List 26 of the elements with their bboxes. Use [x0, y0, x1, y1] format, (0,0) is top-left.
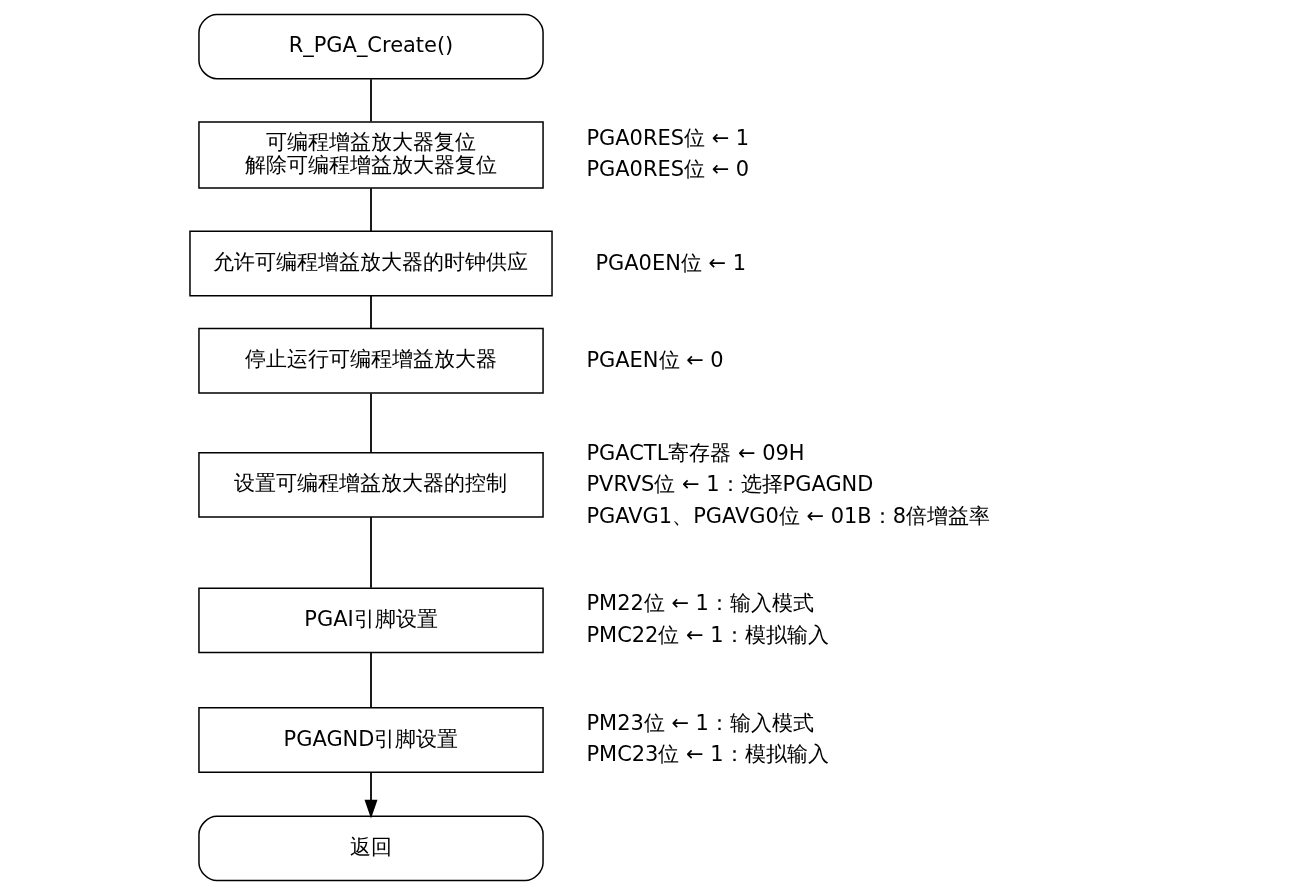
connector	[369, 78, 372, 123]
node-box: 可编程增益放大器复位 解除可编程增益放大器复位	[197, 121, 544, 189]
node-label: PM23位 ← 1：输入模式	[585, 710, 814, 735]
node-label: PGACTL寄存器 ← 09H	[585, 440, 805, 465]
node-box: 停止运行可编程增益放大器	[197, 327, 544, 394]
connector	[369, 652, 372, 709]
node-label: PGAVG1、PGAVG0位 ← 01B：8倍增益率	[585, 503, 990, 528]
node-label: PGA0RES位 ← 0	[585, 157, 749, 182]
node-box: R_PGA_Create()	[197, 13, 544, 80]
node-box: PGAI引脚设置	[197, 587, 544, 654]
node-label: PMC22位 ← 1：模拟输入	[585, 622, 829, 647]
node-box: 返回	[197, 815, 544, 882]
connector	[369, 294, 372, 329]
node-box: 设置可编程增益放大器的控制	[197, 452, 544, 518]
node-label: PM22位 ← 1：输入模式	[585, 591, 814, 616]
node-label: PMC23位 ← 1：模拟输入	[585, 742, 829, 767]
node-label: PGAEN位 ← 0	[585, 348, 724, 373]
arrow	[364, 771, 377, 819]
node-box: PGAGND引脚设置	[197, 707, 544, 773]
node-label: PGA0EN位 ← 1	[594, 250, 746, 275]
connector	[369, 392, 372, 454]
node-label: PGA0RES位 ← 1	[585, 125, 749, 150]
connector	[369, 187, 372, 232]
connector	[369, 516, 372, 589]
node-box: 允许可编程增益放大器的时钟供应	[188, 230, 553, 297]
node-label: PVRVS位 ← 1：选择PGAGND	[585, 472, 873, 497]
